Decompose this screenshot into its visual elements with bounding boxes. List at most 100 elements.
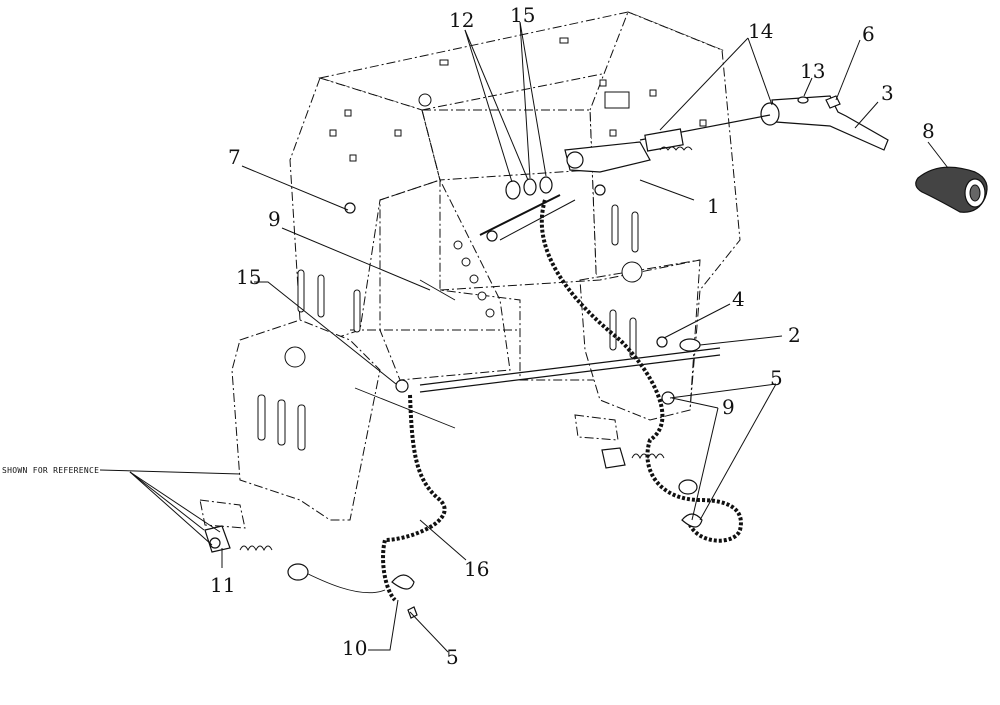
cable-16-left [381, 394, 447, 602]
cable-clamp-right [681, 513, 703, 528]
leader-8 [927, 141, 949, 169]
leader-lines [99, 21, 949, 653]
square-hole [559, 37, 569, 44]
leader-3 [854, 101, 879, 129]
frame-guide-1 [421, 109, 591, 181]
bracket-eye [566, 151, 584, 169]
callout-4: 4 [732, 287, 745, 311]
leader-16 [419, 519, 467, 561]
callout-5b: 5 [446, 645, 459, 669]
frame-seat-pan [379, 179, 511, 381]
spring-right [631, 453, 665, 460]
leader-4 [663, 303, 731, 339]
leader-13 [803, 77, 813, 97]
rod-end [486, 230, 498, 242]
rod-2-bottom [419, 354, 721, 393]
link-rod-2 [499, 199, 576, 241]
cable-ferrule [287, 563, 309, 581]
spring-coil [659, 146, 693, 151]
callout-15a: 15 [510, 3, 535, 27]
callout-5a: 5 [770, 366, 783, 390]
slot [629, 317, 637, 359]
ref-pivot-right [601, 447, 626, 469]
leader-7 [241, 165, 349, 211]
leader-12b [464, 29, 529, 181]
leader-5c [409, 611, 449, 653]
hole [418, 93, 432, 107]
washer-15 [523, 178, 537, 196]
leader-14b [747, 37, 773, 106]
callout-1: 1 [707, 194, 720, 218]
callout-labels: 1 2 3 4 5 5 6 7 8 9 9 10 11 12 13 14 15 … [2, 3, 935, 669]
leader-9c [691, 407, 719, 521]
frame-front-face [421, 109, 601, 381]
bracket-block [604, 91, 630, 109]
slot [609, 309, 617, 351]
lever-bushing [760, 102, 780, 126]
callout-15b: 15 [236, 265, 261, 289]
callout-7: 7 [228, 145, 241, 169]
grip-bore [969, 184, 981, 202]
hole [284, 346, 306, 368]
cable-ferrule-right [678, 479, 698, 495]
leader-9b [671, 397, 719, 409]
leader-12a [464, 29, 513, 183]
parts [199, 91, 988, 619]
shaft-sleeve [644, 128, 684, 152]
frame-left-foot [231, 319, 381, 521]
handle-grip [915, 166, 988, 213]
ref-bracket-right [574, 414, 619, 441]
slot [631, 211, 639, 253]
hole [469, 274, 479, 284]
leader-ref [99, 469, 241, 475]
lever-arm [760, 95, 889, 151]
square-hole [344, 109, 352, 117]
leader-15b [519, 21, 547, 177]
cable-clamp-10 [391, 574, 415, 590]
leader-ref-3 [129, 471, 213, 546]
callout-8: 8 [922, 119, 935, 143]
mount-bracket [564, 141, 651, 173]
leader-ref-4 [129, 471, 221, 533]
callout-14: 14 [748, 19, 773, 43]
hole [453, 240, 463, 250]
square-hole [599, 79, 607, 87]
square-hole [609, 129, 617, 137]
square-hole [349, 154, 357, 162]
leader-6 [835, 39, 861, 101]
frame-left-panel [289, 77, 441, 341]
shown-for-reference-note: SHOWN FOR REFERENCE [2, 466, 99, 475]
leader-9a [281, 227, 431, 291]
square-hole [329, 129, 337, 137]
hole [621, 261, 643, 283]
ref-pin-left [209, 537, 221, 549]
spring-11 [239, 545, 273, 552]
callout-10: 10 [342, 636, 367, 660]
leader-5b [699, 383, 777, 521]
main-frame [231, 11, 741, 521]
clip-7 [344, 202, 356, 214]
callout-13: 13 [800, 59, 825, 83]
leader-ref-2 [129, 471, 205, 531]
slot [297, 269, 305, 313]
callout-12: 12 [449, 8, 474, 32]
leader-15c [254, 281, 397, 385]
square-hole [699, 119, 707, 127]
slot [277, 399, 286, 446]
callout-6: 6 [862, 22, 875, 46]
slot [297, 404, 306, 451]
callout-2: 2 [788, 323, 801, 347]
link-rod [479, 194, 561, 236]
washer-15b [539, 176, 553, 194]
pivot-shaft [604, 91, 771, 152]
hole [485, 308, 495, 318]
slot [611, 204, 619, 246]
nut-4 [656, 336, 668, 348]
square-hole [394, 129, 402, 137]
leader-5a [669, 383, 777, 399]
leader-14a [659, 37, 749, 131]
cable-16-right [539, 199, 743, 543]
frame-guide-2 [439, 259, 701, 291]
